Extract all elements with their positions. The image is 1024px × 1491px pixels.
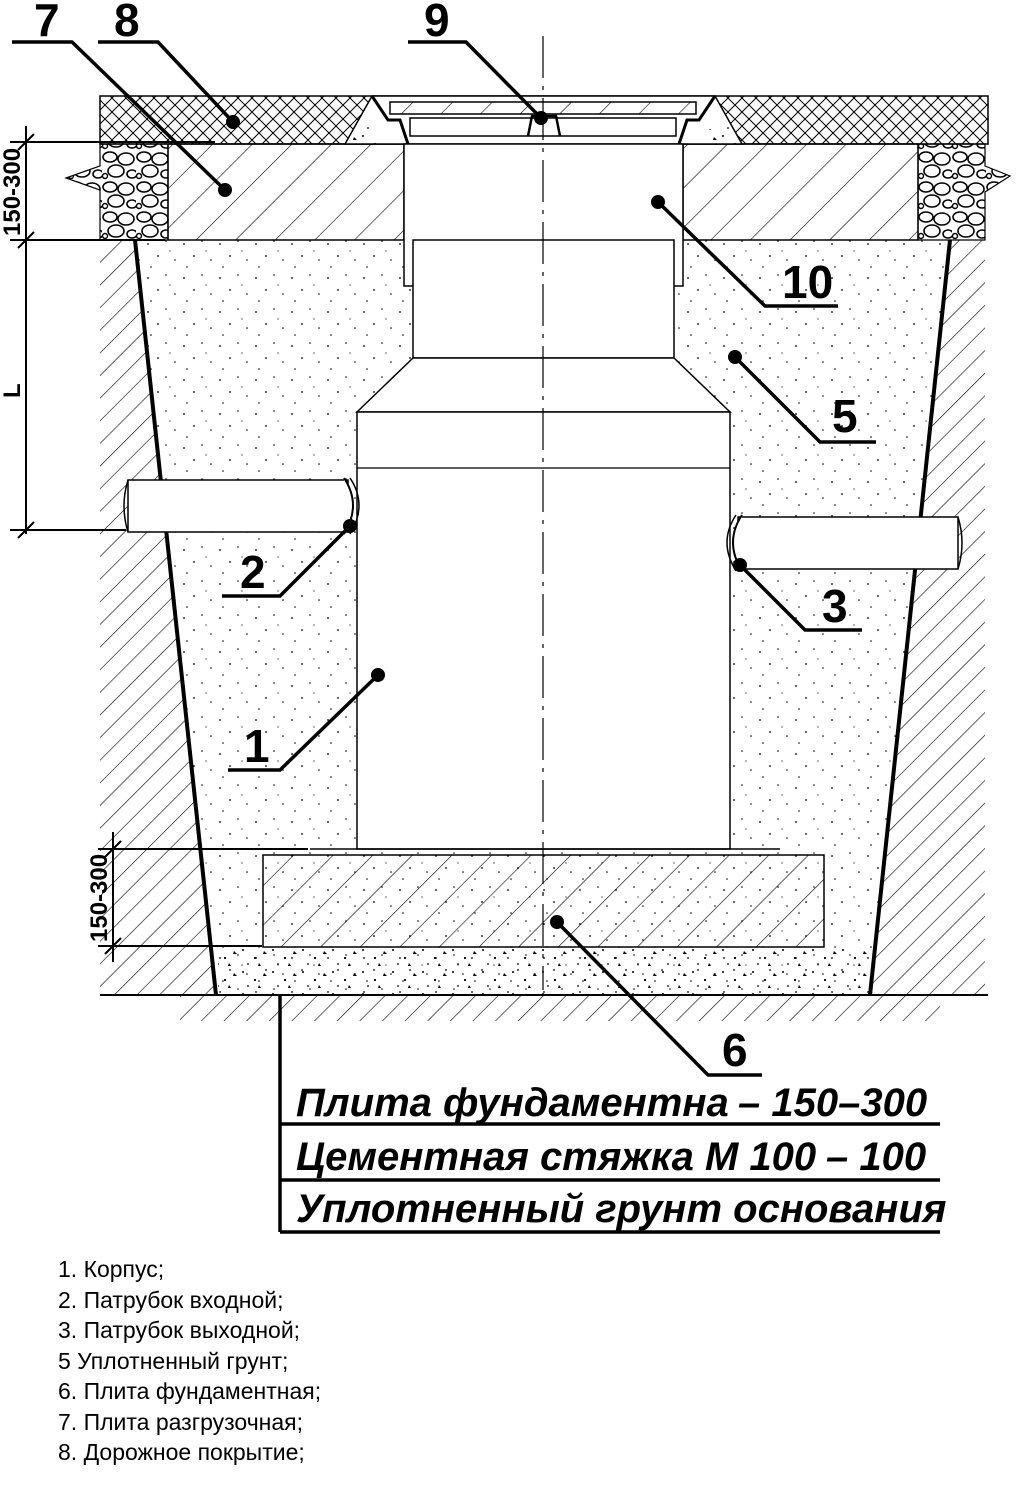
cement-screed [218, 947, 870, 995]
leader-lines [12, 40, 876, 1077]
callout-7: 7 [34, 0, 60, 46]
dim-depth: L [0, 383, 26, 398]
excavation-wall-left [133, 239, 218, 996]
callout-2: 2 [240, 546, 266, 598]
outlet-pipe [726, 514, 963, 572]
legend-item: 1. Корпус; [58, 1256, 165, 1282]
unloading-slab-left [167, 143, 405, 241]
base-layer-name-0: Плита фундаментна [296, 1081, 729, 1125]
legend-list: 1. Корпус; 2. Патрубок входной; 3. Патру… [58, 1254, 321, 1468]
legend-item: 7. Плита разгрузочная; [58, 1408, 304, 1435]
legend-item: 2. Патрубок входной; [58, 1286, 284, 1313]
ground-soil-bottom [180, 995, 940, 1021]
excavation-wall-right [868, 239, 952, 996]
dim-base-slab: 150-300 [86, 854, 113, 942]
base-layer-value-0: – 150–300 [738, 1081, 927, 1125]
base-layers-table [278, 995, 940, 1234]
unloading-slab-right [682, 143, 919, 241]
gravel-left [64, 143, 169, 241]
dim-top-layer: 150-300 [0, 148, 26, 236]
callout-9: 9 [424, 0, 450, 46]
callout-1: 1 [244, 720, 270, 772]
base-layer-name-1: Цементная стяжка М 100 [296, 1135, 816, 1179]
legend-item: 8. Дорожное покрытие; [58, 1439, 305, 1465]
callout-10: 10 [782, 256, 833, 308]
callout-8: 8 [114, 0, 140, 46]
legend-item: 3. Патрубок выходной; [58, 1317, 301, 1343]
leader-dots [218, 111, 747, 929]
legend-item: 6. Плита фундаментная; [58, 1378, 322, 1404]
legend-item: 5 Уплотненный грунт; [58, 1347, 289, 1374]
callout-5: 5 [832, 390, 858, 442]
dimension-lines [10, 126, 308, 962]
ground-soil-right [870, 240, 985, 995]
inlet-pipe [123, 477, 360, 535]
base-layer-value-1: – 100 [826, 1135, 926, 1179]
callout-3: 3 [822, 580, 848, 632]
gravel-right [917, 143, 1012, 241]
base-layer-name-2: Уплотненный грунт основания [296, 1187, 946, 1231]
ground-soil-left [100, 240, 216, 995]
callout-6: 6 [722, 1024, 748, 1076]
